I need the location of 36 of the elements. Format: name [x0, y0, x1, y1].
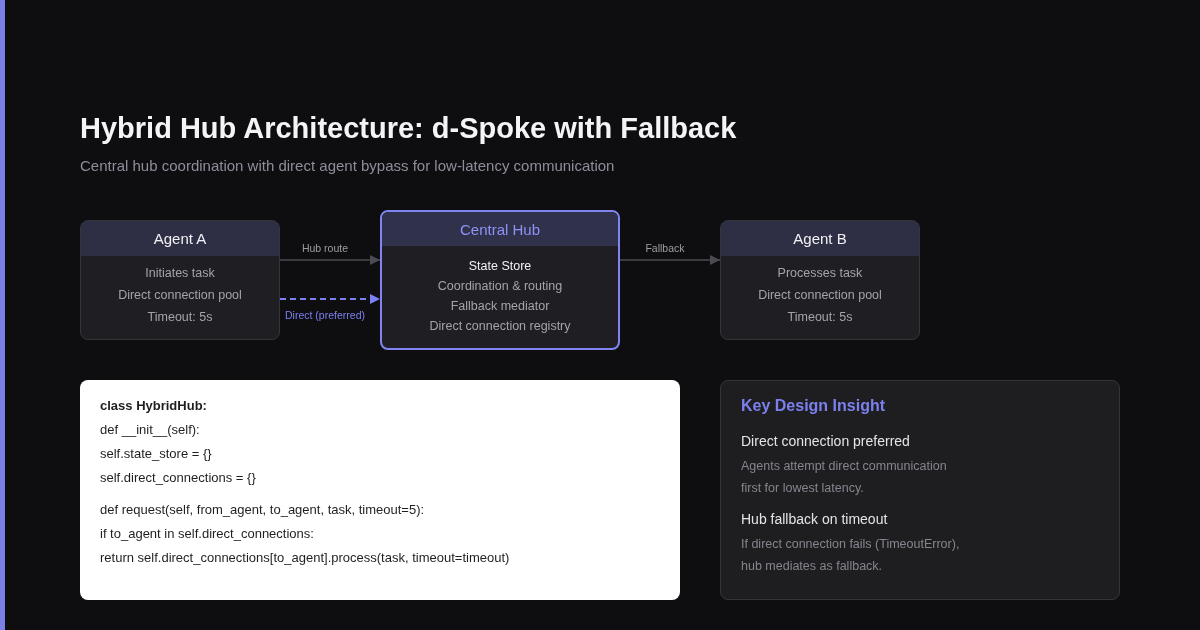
card-item: Direct connection registry	[428, 317, 572, 335]
insight-panel	[720, 380, 1120, 600]
code-line: def __init__(self):	[100, 420, 200, 439]
card-item: Initiates task	[144, 265, 216, 282]
arrow	[279, 255, 381, 265]
card-item: Fallback mediator	[449, 297, 551, 315]
subtitle: Central hub coordination with direct agent bypass for low-latency communication	[80, 156, 615, 176]
card-item: Direct connection pool	[757, 287, 883, 304]
insight-heading: Direct connection preferred	[741, 432, 910, 451]
code-line: self.direct_connections = {}	[100, 468, 256, 487]
agent-card	[720, 220, 920, 340]
edge-label: Direct (preferred)	[282, 308, 368, 321]
card-item: Direct connection pool	[117, 287, 243, 304]
insight-text: If direct connection fails (TimeoutError), hub mediates as fallback.	[741, 536, 961, 575]
diagram-title: Hybrid Hub Architecture: d-Spoke with Fallback	[80, 111, 737, 146]
code-line: def request(self, from_agent, to_agent, task, timeout=5):	[100, 500, 425, 519]
card-item: Timeout: 5s	[146, 309, 214, 326]
insight-text: Agents attempt direct communication first for lowest latency.	[741, 458, 948, 497]
code-line: class HybridHub:	[100, 396, 207, 415]
card-header: Agent B	[721, 221, 919, 256]
card-item: Coordination & routing	[436, 277, 564, 295]
code-panel	[80, 380, 680, 600]
agent-card	[80, 220, 280, 340]
arrow	[619, 255, 721, 265]
code-line: if to_agent in self.direct_connections:	[100, 524, 314, 543]
card-header: Central Hub	[382, 212, 618, 246]
card-item: Processes task	[776, 265, 864, 282]
dashed-arrow	[279, 294, 381, 304]
insight-heading: Hub fallback on timeout	[741, 510, 888, 529]
hub-card	[380, 210, 620, 350]
code-line: self.state_store = {}	[100, 444, 212, 463]
card-item: State Store	[467, 257, 533, 275]
card-item: Timeout: 5s	[786, 309, 854, 326]
card-header: Agent A	[81, 221, 279, 256]
code-line: return self.direct_connections[to_agent].process(task, timeout=timeout)	[100, 548, 510, 567]
panel-heading: Key Design Insight	[741, 396, 886, 416]
